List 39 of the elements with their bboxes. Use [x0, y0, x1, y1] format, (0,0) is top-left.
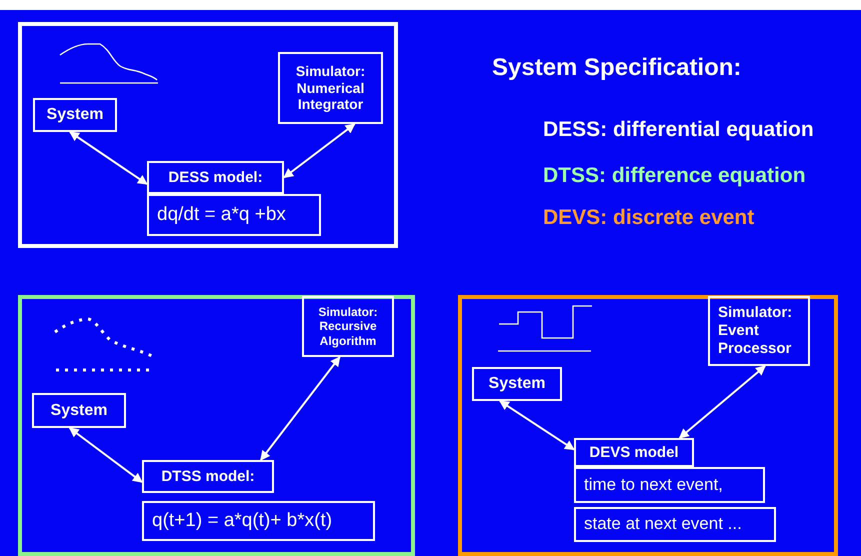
spec-line: DEVS: discrete event [543, 206, 754, 230]
double-arrow [283, 123, 356, 178]
system-box [33, 98, 117, 132]
model-box [147, 161, 284, 194]
node-label: DEVS model [589, 444, 679, 462]
node-label: DESS model: [168, 168, 263, 186]
panel-frame [18, 295, 415, 556]
node-label: time to next event, [584, 474, 723, 496]
panel-frame [458, 295, 838, 556]
double-arrow [68, 427, 143, 483]
node-label: Simulator: Event Processor [718, 304, 794, 358]
description-box [574, 507, 776, 542]
description-box [574, 467, 765, 503]
simulator-box [302, 296, 394, 357]
node-label: Simulator: Numerical Integrator [294, 62, 366, 114]
panel-frame [18, 22, 398, 248]
node-label: state at next event ... [584, 514, 742, 535]
system-box [472, 367, 562, 401]
double-arrow [260, 356, 341, 461]
node-label: DTSS model: [161, 468, 255, 486]
node-label: System [46, 105, 104, 125]
double-arrow [678, 365, 766, 439]
heading: System Specification: [492, 54, 742, 82]
simulator-box [708, 296, 810, 366]
double-arrow [69, 131, 148, 185]
simulator-box [278, 52, 383, 124]
model-box [574, 438, 694, 467]
node-label: System [50, 400, 108, 420]
system-box [32, 393, 126, 428]
node-label: System [488, 374, 546, 394]
equation-box [147, 194, 321, 236]
node-label: q(t+1) = a*q(t)+ b*x(t) [152, 510, 332, 532]
model-box [142, 460, 274, 493]
node-label: dq/dt = a*q +bx [157, 204, 286, 226]
double-arrow [499, 400, 575, 450]
spec-line: DTSS: difference equation [543, 164, 806, 188]
spec-line: DESS: differential equation [543, 118, 814, 142]
equation-box [142, 501, 375, 541]
node-label: Simulator: Recursive Algorithm [317, 304, 379, 348]
